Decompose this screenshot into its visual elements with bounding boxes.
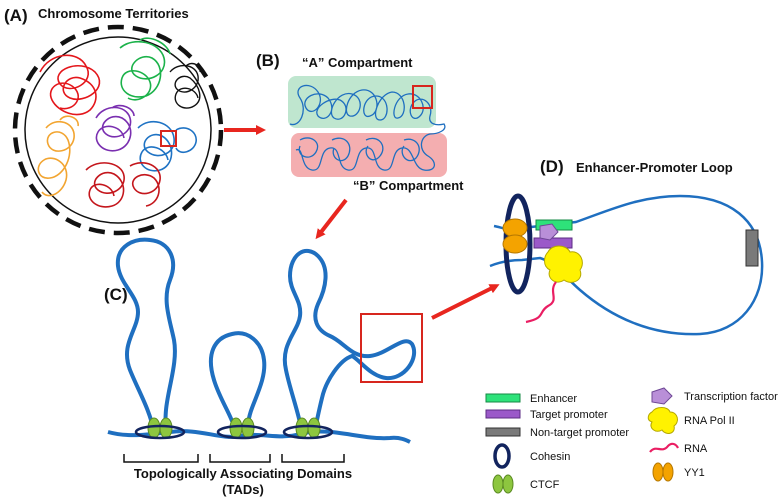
tad-1-loop [115,237,177,433]
legend-target-promoter-swatch [485,409,521,419]
ctcf-icon [295,417,309,439]
legend-non-target-promoter-swatch [485,427,521,437]
transcription-factor-icon [539,223,559,241]
yy1-icon [502,234,528,254]
non-target-promoter-block [745,229,759,267]
tad-1-anchor [134,417,186,440]
compartment-b-label: “B” Compartment [353,178,464,193]
cohesin-icon [282,424,334,440]
tad-bracket-1 [123,454,199,463]
panel-c: (C) Topologically Associating Dom [104,237,423,497]
legend: Enhancer Target promoter Non-target prom… [485,387,778,494]
legend-ctcf-icon [492,474,504,494]
legend-transcription-factor-icon [651,387,673,405]
legend-rna-label: RNA [684,443,708,455]
panel-a-letter: (A) [4,6,28,25]
tad-bracket-2 [209,454,271,463]
cohesin-icon [216,424,268,440]
tad-3-loop [282,248,416,433]
tad-bracket-3 [281,454,345,463]
legend-ctcf-label: CTCF [530,479,560,491]
tad-2-loop [208,331,267,433]
territory-red-bottom [85,162,161,208]
legend-enhancer-label: Enhancer [530,393,577,405]
legend-rna-pol-icon [647,407,678,434]
highlight-box-a [160,130,177,147]
panel-d: (D) Enhancer-Promoter Loop [489,157,764,336]
panel-d-letter: (D) [540,157,564,176]
legend-cohesin-icon [493,443,511,469]
legend-ctcf-icon [502,474,514,494]
nucleus-inner [24,36,212,224]
panel-d-title: Enhancer-Promoter Loop [576,160,733,175]
panel-c-letter: (C) [104,285,128,304]
legend-rna-pol-label: RNA Pol II [684,415,735,427]
ctcf-icon [241,417,255,439]
compartment-a-box [288,76,436,128]
highlight-box-c [360,313,423,383]
legend-yy1-icon [662,462,674,482]
panel-a: (A) Chromosome Territories [4,6,224,236]
nucleus-outer-dashed [12,24,224,236]
legend-non-target-promoter-label: Non-target promoter [530,427,629,439]
compartment-a-label: “A” Compartment [302,55,413,70]
panel-a-title: Chromosome Territories [38,6,189,21]
target-promoter-block [533,237,573,249]
territory-red-top [39,54,101,116]
tad-caption-line1: Topologically Associating Domains [134,466,352,481]
ctcf-icon [159,417,173,439]
legend-rna-icon [649,442,679,453]
compartment-b-box [291,133,447,177]
tad-2-anchor [216,417,268,440]
legend-target-promoter-label: Target promoter [530,409,608,421]
legend-cohesin-label: Cohesin [530,451,570,463]
ctcf-icon [229,417,243,439]
cohesin-icon [134,424,186,440]
legend-enhancer-swatch [485,393,521,403]
ctcf-icon [147,417,161,439]
rna-pol-icon [544,245,583,283]
panel-b: (B) “A” Compartment “B” Compartment [256,51,464,193]
territory-purple [95,104,135,152]
tad-3-anchor [282,417,334,440]
tad-caption-line2: (TADs) [222,482,264,497]
legend-yy1-icon [652,462,664,482]
territory-green [119,37,171,101]
arrow-c-to-d [431,284,500,320]
ctcf-icon [307,417,321,439]
highlight-box-b [412,85,433,109]
territory-orange [37,115,79,197]
legend-transcription-factor-label: Transcription factor [684,391,778,403]
panel-b-letter: (B) [256,51,280,70]
territory-black [169,62,201,109]
yy1-icon [502,218,528,238]
rna-strand-icon [525,281,557,324]
compartment-chromatin [289,84,446,171]
legend-yy1-label: YY1 [684,467,705,479]
arrow-b-to-c [315,198,348,240]
